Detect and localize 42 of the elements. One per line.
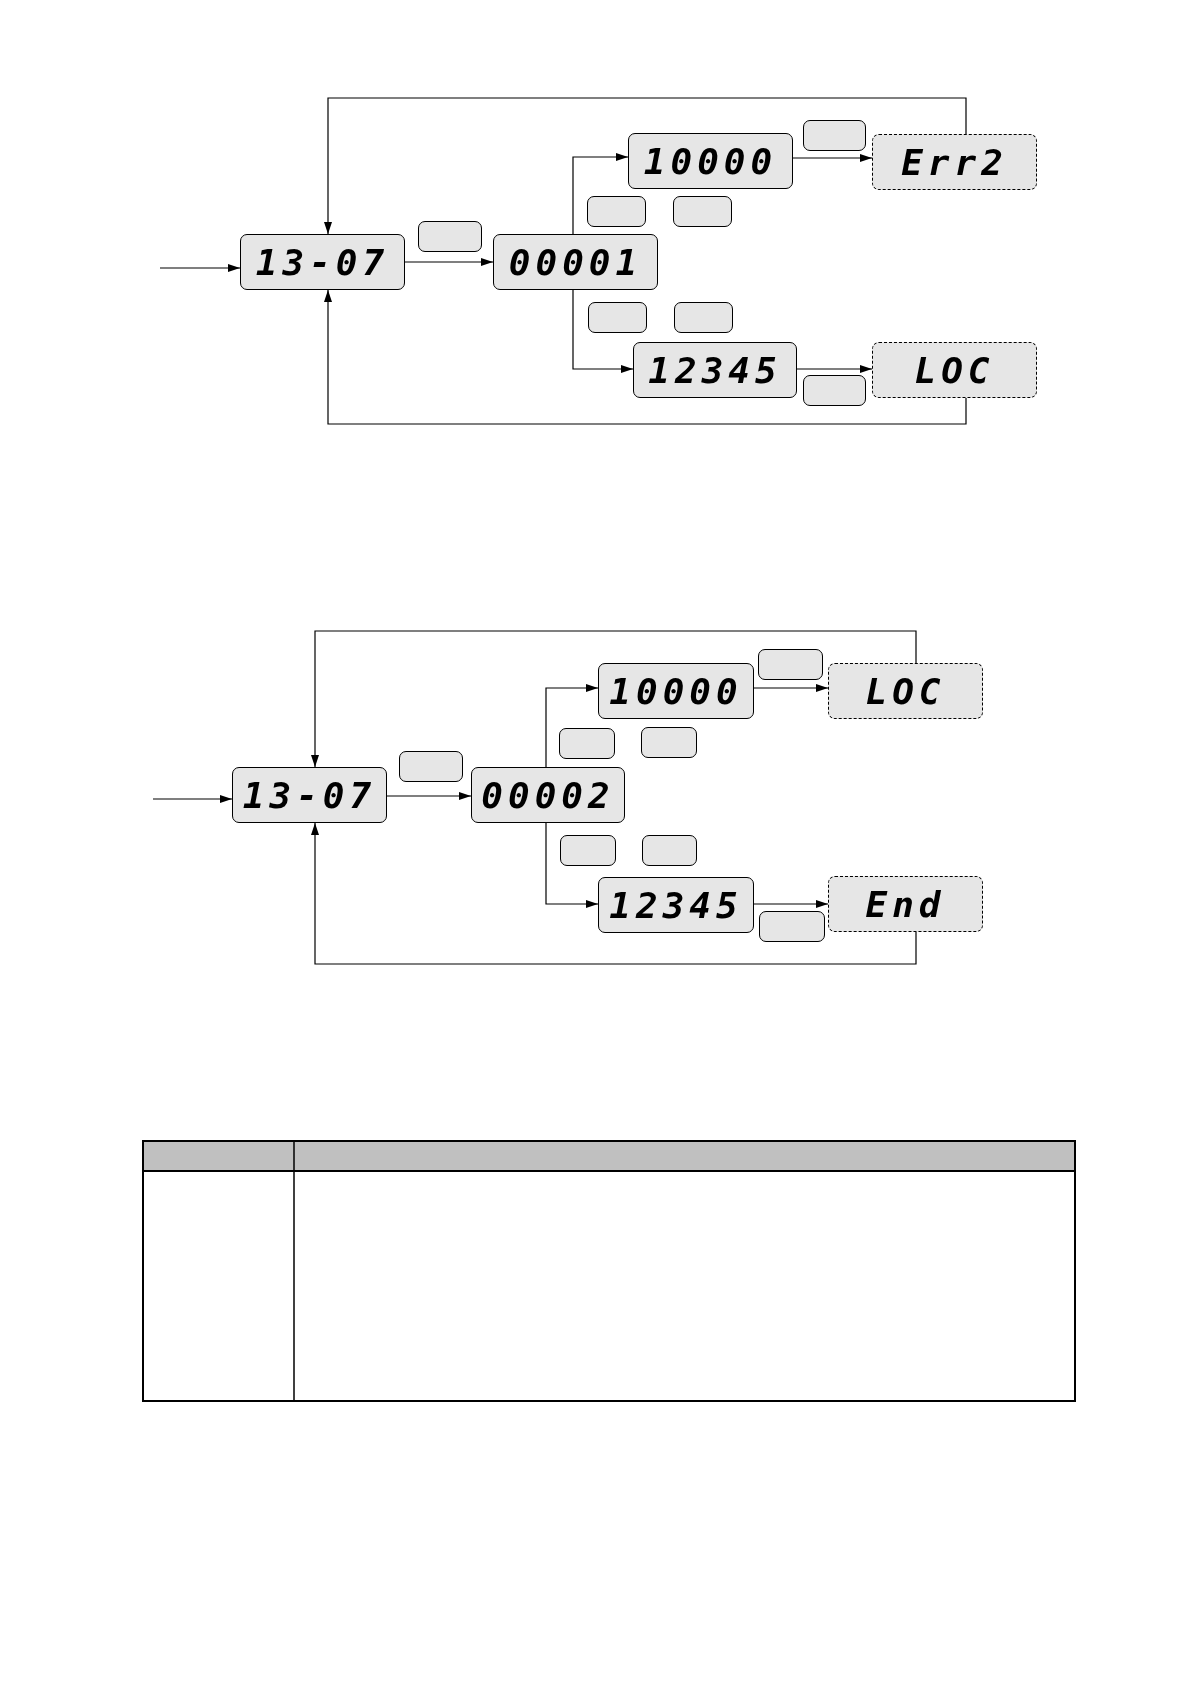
lcd-display: End (828, 876, 983, 932)
lcd-display: 13-07 (240, 234, 405, 290)
lcd-display: 10000 (598, 663, 754, 719)
keypad-button (759, 911, 825, 942)
keypad-button (418, 221, 482, 252)
keypad-button (641, 727, 697, 758)
arrow (545, 684, 599, 768)
keypad-button (758, 649, 823, 680)
lcd-display: 12345 (598, 877, 754, 933)
keypad-button (674, 302, 733, 333)
arrow (386, 792, 472, 800)
lcd-display: 00002 (471, 767, 625, 823)
keypad-button (588, 302, 647, 333)
arrow (159, 264, 241, 272)
keypad-button (803, 375, 866, 406)
arrow (545, 822, 599, 908)
keypad-button (673, 196, 732, 227)
lcd-display: 12345 (633, 342, 797, 398)
arrow (572, 153, 629, 235)
lcd-display: 13-07 (232, 767, 387, 823)
arrow (792, 154, 873, 162)
arrow (324, 97, 967, 235)
lcd-display: 00001 (493, 234, 658, 290)
keypad-button (587, 196, 646, 227)
keypad-button (803, 120, 866, 151)
keypad-button (399, 751, 463, 782)
arrow (152, 795, 233, 803)
lcd-display: 10000 (628, 133, 793, 189)
keypad-button (559, 728, 615, 759)
arrow (753, 684, 829, 692)
lcd-display: Err2 (872, 134, 1037, 190)
lcd-display: LOC (872, 342, 1037, 398)
arrow (753, 900, 829, 908)
keypad-button (642, 835, 697, 866)
keypad-button (560, 835, 616, 866)
lcd-display: LOC (828, 663, 983, 719)
arrow (311, 630, 917, 768)
arrow (324, 289, 967, 425)
arrow (796, 365, 873, 373)
arrow (404, 258, 494, 266)
arrow (572, 289, 634, 373)
arrow (311, 822, 917, 965)
